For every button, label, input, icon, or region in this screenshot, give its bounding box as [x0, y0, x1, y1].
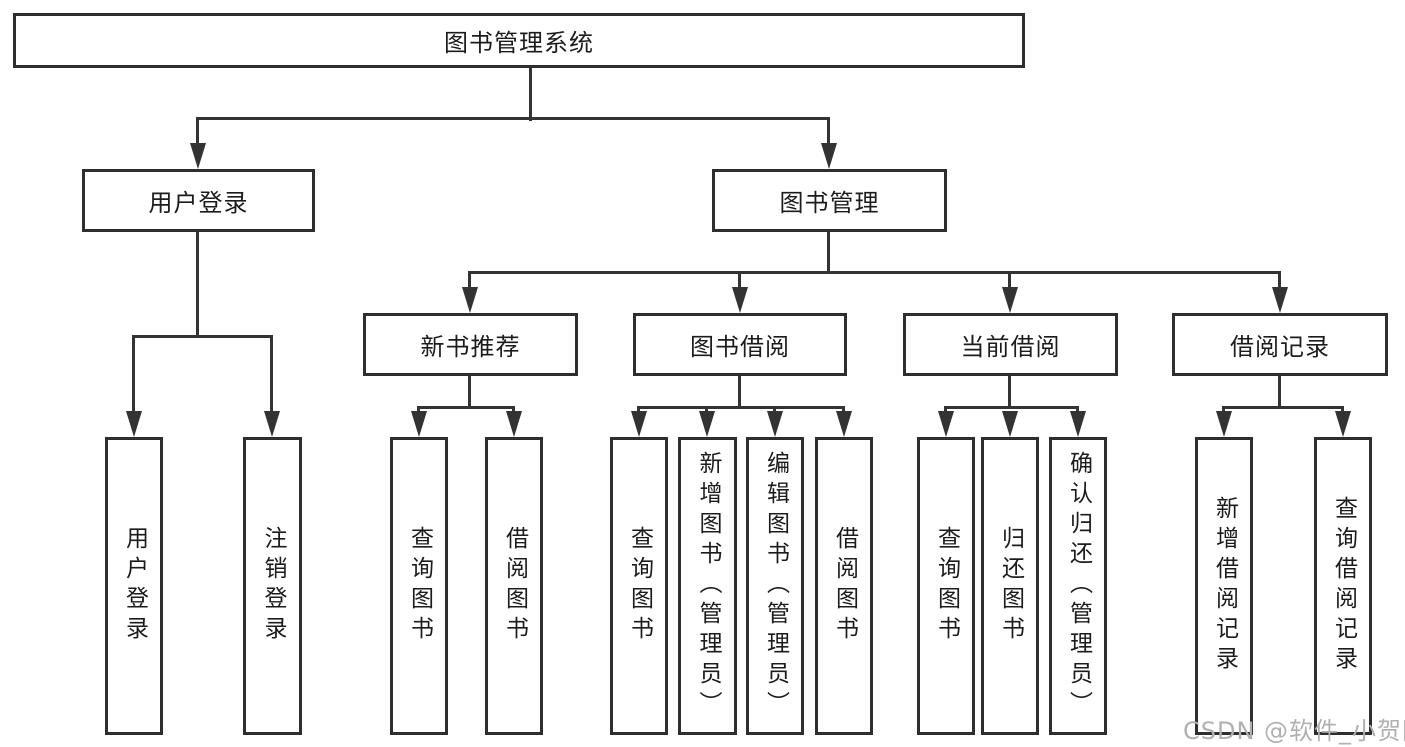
connector-line [842, 406, 845, 414]
connector-line [196, 232, 199, 338]
connector-line [132, 335, 273, 338]
leaf-query-borrow-record: 查询借阅记录 [1314, 437, 1372, 735]
arrow-down-icon [264, 411, 280, 437]
connector-line [1008, 376, 1011, 409]
connector-line [417, 406, 515, 409]
arrow-down-icon [126, 411, 142, 437]
connector-line [196, 117, 199, 147]
connector-line [944, 406, 947, 414]
arrow-down-icon [732, 287, 748, 313]
connector-line [827, 232, 830, 274]
connector-line [1278, 271, 1281, 289]
connector-line [512, 406, 515, 414]
node-library-system: 图书管理系统 [13, 13, 1025, 68]
arrow-down-icon [1216, 411, 1232, 437]
arrow-down-icon [938, 411, 954, 437]
leaf-edit-book-admin: 编辑图书（管理员） [746, 437, 804, 735]
connector-line [1222, 406, 1225, 414]
connector-line [468, 271, 1281, 274]
connector-line [1222, 406, 1344, 409]
arrow-down-icon [411, 411, 427, 437]
leaf-logout: 注销登录 [243, 437, 302, 735]
connector-line [1008, 271, 1011, 289]
connector-line [468, 376, 471, 409]
connector-line [738, 376, 741, 409]
arrow-down-icon [1070, 411, 1086, 437]
connector-line [705, 406, 708, 414]
connector-line [637, 406, 640, 414]
arrow-down-icon [631, 411, 647, 437]
arrow-down-icon [1335, 411, 1351, 437]
leaf-borrow-book-recommend: 借阅图书 [485, 437, 543, 735]
arrow-down-icon [190, 143, 206, 169]
arrow-down-icon [462, 287, 478, 313]
leaf-borrow-book: 借阅图书 [815, 437, 873, 735]
leaf-user-login: 用户登录 [105, 437, 163, 735]
connector-line [132, 335, 135, 414]
watermark-text: CSDN @软件_小贺同学 [1183, 717, 1405, 745]
node-book-management: 图书管理 [712, 169, 947, 232]
connector-line [1341, 406, 1344, 414]
node-borrow-records: 借阅记录 [1172, 313, 1388, 376]
connector-line [1278, 376, 1281, 409]
leaf-return-book: 归还图书 [981, 437, 1039, 735]
connector-line [417, 406, 420, 414]
connector-line [196, 117, 830, 120]
leaf-query-book-borrow: 查询图书 [610, 437, 668, 735]
arrow-down-icon [1002, 287, 1018, 313]
node-current-borrow: 当前借阅 [903, 313, 1118, 376]
arrow-down-icon [1002, 411, 1018, 437]
arrow-down-icon [767, 411, 783, 437]
node-new-book-recommend: 新书推荐 [363, 313, 578, 376]
connector-line [1076, 406, 1079, 414]
connector-line [738, 271, 741, 289]
leaf-query-book-recommend: 查询图书 [390, 437, 448, 735]
connector-line [529, 68, 532, 121]
arrow-down-icon [1272, 287, 1288, 313]
leaf-confirm-return-admin: 确认归还（管理员） [1049, 437, 1107, 735]
node-user-login: 用户登录 [82, 169, 315, 232]
arrow-down-icon [699, 411, 715, 437]
arrow-down-icon [506, 411, 522, 437]
arrow-down-icon [821, 143, 837, 169]
connector-line [468, 271, 471, 289]
node-book-borrow: 图书借阅 [633, 313, 847, 376]
leaf-add-book-admin: 新增图书（管理员） [678, 437, 737, 735]
arrow-down-icon [836, 411, 852, 437]
connector-line [827, 117, 830, 147]
connector-line [944, 406, 1079, 409]
leaf-query-book-current: 查询图书 [917, 437, 975, 735]
connector-line [773, 406, 776, 414]
leaf-add-borrow-record: 新增借阅记录 [1195, 437, 1253, 735]
connector-line [270, 335, 273, 414]
connector-line [637, 406, 845, 409]
